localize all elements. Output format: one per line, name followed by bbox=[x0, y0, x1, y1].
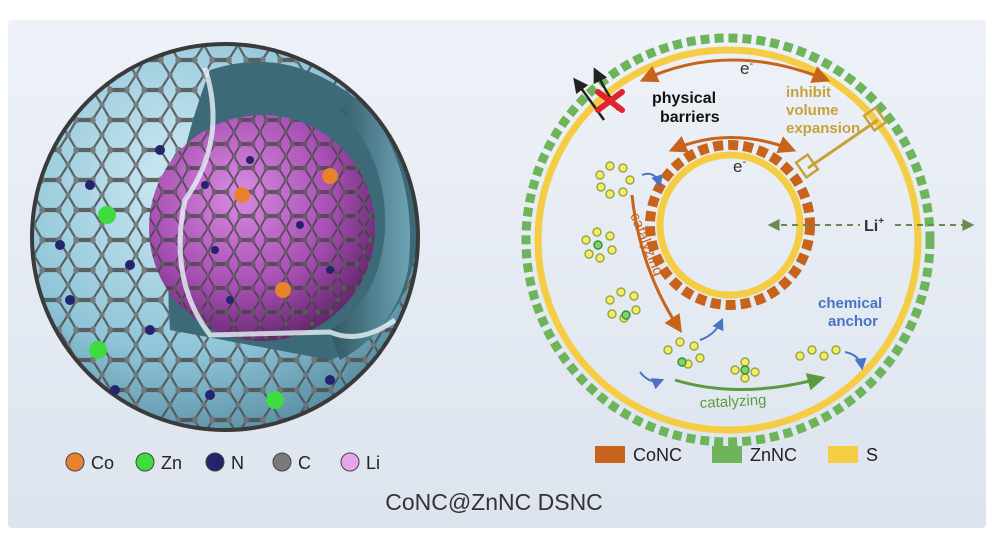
co-atom bbox=[322, 168, 338, 184]
legend-atom-swatch bbox=[135, 452, 155, 472]
polysulfide-molecule bbox=[605, 287, 641, 323]
zn-atom bbox=[266, 391, 284, 409]
co-atom bbox=[275, 282, 291, 298]
strut-icon bbox=[794, 105, 888, 180]
electron-label-inner: e- bbox=[733, 156, 746, 176]
polysulfide-molecule bbox=[730, 357, 760, 383]
legend-atom-label: Zn bbox=[161, 453, 182, 473]
anchor-arrow bbox=[699, 317, 724, 341]
layer-legend-item: ZnNC bbox=[712, 445, 797, 465]
legend-atom-label: Li bbox=[366, 453, 380, 473]
figure-caption: CoNC@ZnNC DSNC bbox=[385, 489, 603, 515]
legend-atom-swatch bbox=[340, 452, 360, 472]
shell-outline bbox=[30, 42, 420, 432]
legend-atom-swatch bbox=[205, 452, 225, 472]
inhibit-label-2: volume bbox=[786, 102, 839, 119]
layer-legend: CoNC ZnNC S bbox=[595, 445, 878, 465]
inhibit-label-3: expansion bbox=[786, 120, 860, 137]
atom-legend-item: Li bbox=[340, 452, 380, 473]
atom-legend-item: Zn bbox=[135, 452, 182, 473]
inner-core-lattice bbox=[149, 115, 375, 341]
legend-atom-label: Co bbox=[91, 453, 114, 473]
inhibit-label-1: inhibit bbox=[786, 84, 831, 101]
legend-layer-swatch bbox=[828, 446, 858, 463]
zn-atom bbox=[98, 206, 116, 224]
cutaway-side-wall bbox=[330, 95, 410, 360]
polysulfide-molecule bbox=[595, 161, 635, 199]
polysulfide-molecule bbox=[795, 345, 841, 361]
legend-atom-swatch bbox=[272, 452, 292, 472]
chemical-label-1: chemical bbox=[818, 295, 882, 312]
legend-layer-label: CoNC bbox=[633, 445, 682, 465]
co-atom bbox=[234, 187, 250, 203]
anchor-arrow bbox=[844, 351, 867, 371]
catalyzing-arrow-left bbox=[630, 194, 682, 333]
atom-legend: Co Zn N C Li bbox=[65, 452, 380, 473]
electron-arrow-outer bbox=[639, 58, 831, 83]
s-outer-ring bbox=[534, 46, 922, 434]
anchor-arrow bbox=[639, 371, 665, 390]
n-atoms bbox=[55, 145, 335, 400]
barrier-cross-icon bbox=[595, 89, 625, 113]
atom-legend-item: N bbox=[205, 452, 244, 473]
anchor-arrow bbox=[641, 172, 663, 188]
zn-atom bbox=[89, 341, 107, 359]
s-inner-ring bbox=[656, 151, 804, 299]
legend-layer-swatch bbox=[712, 446, 742, 463]
legend-atom-label: N bbox=[231, 453, 244, 473]
znnc-outer-ring bbox=[521, 33, 935, 447]
lithium-atoms bbox=[593, 240, 750, 375]
legend-atom-label: C bbox=[298, 453, 311, 473]
legend-layer-swatch bbox=[595, 446, 625, 463]
electron-label-outer: e- bbox=[740, 58, 753, 78]
polysulfide-molecule bbox=[581, 227, 617, 263]
legend-layer-label: ZnNC bbox=[750, 445, 797, 465]
catalyzing-arrow-bottom bbox=[674, 373, 826, 392]
chemical-label-2: anchor bbox=[828, 313, 878, 330]
physical-barrier-mark bbox=[573, 67, 625, 121]
cut-edge bbox=[177, 67, 397, 339]
sphere-illustration bbox=[30, 42, 420, 432]
layer-legend-item: S bbox=[828, 445, 878, 465]
layer-legend-item: CoNC bbox=[595, 445, 682, 465]
physical-label-2: barriers bbox=[660, 109, 720, 126]
physical-label-1: physical bbox=[652, 90, 716, 107]
legend-atom-swatch bbox=[65, 452, 85, 472]
polysulfide-molecules bbox=[581, 161, 841, 383]
atom-legend-item: Co bbox=[65, 452, 114, 473]
electron-arrow-inner bbox=[668, 136, 797, 154]
atom-legend-item: C bbox=[272, 452, 311, 473]
catalyzing-label-bottom: catalyzing bbox=[699, 392, 767, 412]
li-label: Li+ bbox=[864, 216, 884, 235]
polysulfide-molecule bbox=[663, 337, 705, 369]
legend-layer-label: S bbox=[866, 445, 878, 465]
